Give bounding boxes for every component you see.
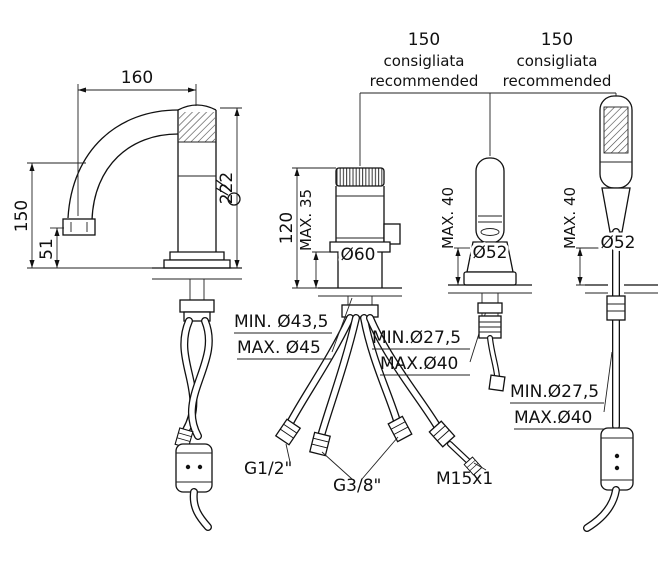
dim-spout-height: 150: [12, 200, 32, 232]
mixer-hole-min-label: MIN. Ø43,5: [234, 312, 328, 332]
dim-mixer-deck-max: MAX. 35: [297, 189, 315, 251]
g38-label: G3/8": [333, 476, 381, 496]
dim-holder-deck-max: MAX. 40: [439, 187, 457, 249]
hose-deck-connector: [606, 295, 626, 321]
g12-label: G1/2": [244, 459, 292, 479]
spacing-left-value: 150: [408, 30, 440, 50]
dim-holder-diameter: Ø52: [472, 243, 507, 263]
m15-label: M15x1: [436, 469, 493, 489]
handshower-holder-view: MAX. 40 Ø52: [439, 157, 532, 392]
spacing-note-right: 150 consigliata recommended: [490, 30, 617, 97]
g38-fitting-left: [309, 431, 331, 457]
dim-total-height: 222: [217, 172, 237, 204]
spacing-right-note-it: consigliata: [516, 52, 597, 70]
dim-spout-reach: 160: [121, 68, 153, 88]
dim-mixer-height: 120: [277, 212, 297, 244]
knurled-cap: [336, 168, 384, 186]
holder-hole-labels: MIN.Ø27,5 MAX.Ø40: [372, 304, 489, 376]
dim-shower-diameter: Ø52: [600, 233, 635, 253]
dim-shower-deck-max: MAX. 40: [561, 187, 579, 249]
holder-hole-min-label: MIN.Ø27,5: [372, 328, 461, 348]
spacing-right-note-en: recommended: [503, 72, 612, 90]
holder-hole-max-label: MAX.Ø40: [380, 354, 458, 374]
spacing-note-left: 150 consigliata recommended: [359, 30, 491, 166]
mixer-hole-max-label: MAX. Ø45: [237, 338, 321, 358]
outlet-port: [383, 223, 401, 245]
shower-hole-min-label: MIN.Ø27,5: [510, 382, 599, 402]
shower-handle-in-holder: [475, 157, 505, 244]
shower-neck: [601, 187, 631, 233]
dim-mixer-diameter: Ø60: [340, 245, 375, 265]
shower-hole-max-label: MAX.Ø40: [514, 408, 592, 428]
spacing-left-note-it: consigliata: [383, 52, 464, 70]
dim-outlet-height: 51: [37, 238, 57, 260]
basin-mixer-side-view: [62, 104, 242, 531]
faucet-dimensions: 160 222 150 51: [12, 68, 242, 269]
holder-flange: [463, 271, 517, 286]
shower-grip-texture: [604, 107, 628, 153]
hose-weight-right: [600, 427, 634, 491]
shower-hole-labels: MIN.Ø27,5 MAX.Ø40: [510, 351, 613, 430]
spacing-right-value: 150: [541, 30, 573, 50]
hose-weight: [175, 443, 213, 493]
g12-fitting: [275, 418, 301, 446]
connection-labels: G1/2" G3/8" M15x1: [244, 436, 493, 496]
spacing-left-note-en: recommended: [370, 72, 479, 90]
spout-outlet: [62, 218, 96, 236]
mixer-column-front-view: [275, 167, 483, 476]
g38-fitting-right: [387, 415, 413, 443]
knurled-band: [179, 112, 215, 142]
mixer-dimensions: 120 MAX. 35 Ø60 MIN. Ø43,5 MAX. Ø45: [234, 167, 379, 360]
handshower-hose-view: MAX. 40 Ø52: [561, 95, 658, 532]
